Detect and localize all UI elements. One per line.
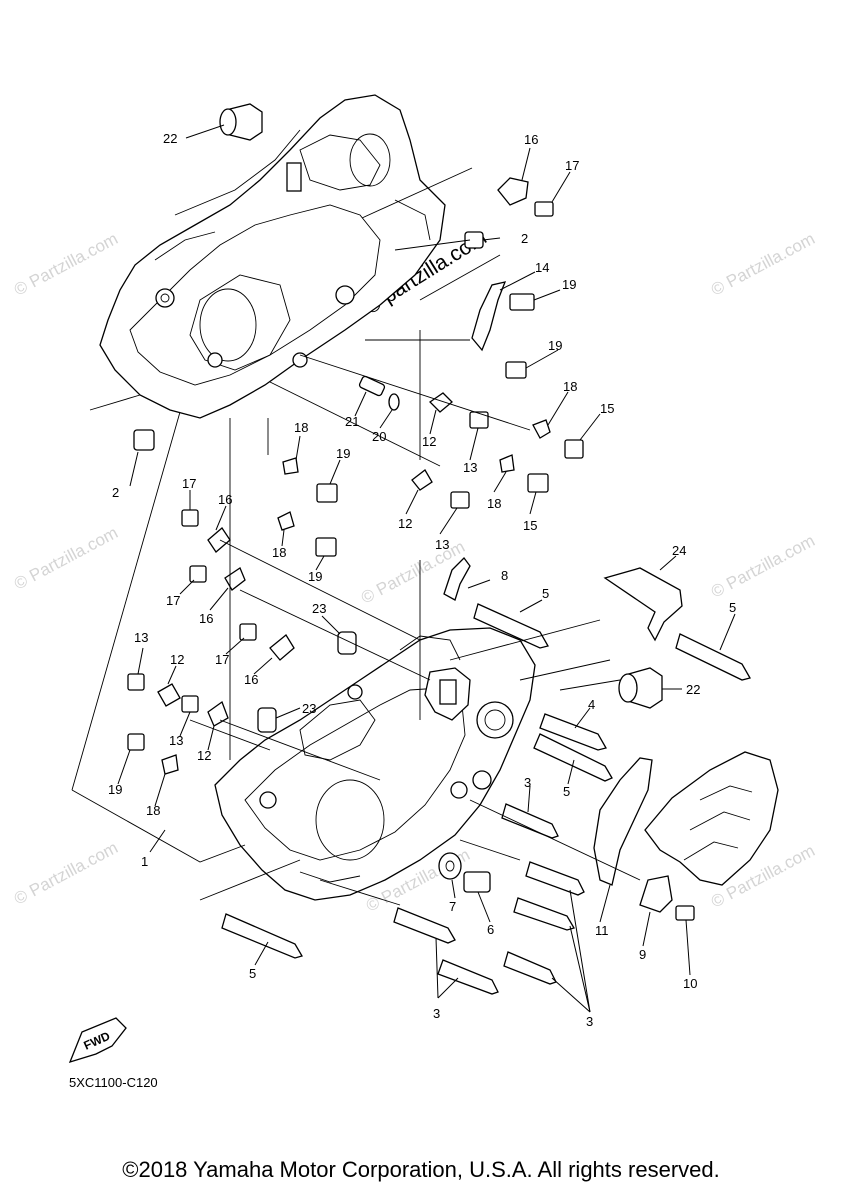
callout-18: 18 [294, 420, 308, 435]
callout-3: 3 [586, 1014, 593, 1029]
callout-13: 13 [463, 460, 477, 475]
callout-3: 3 [524, 775, 531, 790]
callout-19: 19 [308, 569, 322, 584]
callout-18: 18 [563, 379, 577, 394]
callout-20: 20 [372, 429, 386, 444]
callout-23: 23 [312, 601, 326, 616]
callout-16: 16 [218, 492, 232, 507]
callout-14: 14 [535, 260, 549, 275]
callout-15: 15 [523, 518, 537, 533]
callout-18: 18 [272, 545, 286, 560]
callout-5: 5 [542, 586, 549, 601]
callout-2: 2 [112, 485, 119, 500]
callout-13: 13 [169, 733, 183, 748]
callout-5: 5 [249, 966, 256, 981]
part-drawings [68, 103, 779, 1064]
callout-15: 15 [600, 401, 614, 416]
callout-19: 19 [108, 782, 122, 797]
callout-3: 3 [433, 1006, 440, 1021]
callout-8: 8 [501, 568, 508, 583]
callouts: 22 16 17 2 14 19 19 18 15 21 20 12 13 2 … [108, 131, 736, 1029]
callout-12: 12 [170, 652, 184, 667]
watermark-right-top: © Partzilla.com [708, 229, 818, 300]
callout-10: 10 [683, 976, 697, 991]
watermark-right-mid: © Partzilla.com [708, 531, 818, 602]
callout-9: 9 [639, 947, 646, 962]
callout-17: 17 [215, 652, 229, 667]
callout-16: 16 [199, 611, 213, 626]
callout-16: 16 [244, 672, 258, 687]
callout-19: 19 [562, 277, 576, 292]
callout-16: 16 [524, 132, 538, 147]
callout-11: 11 [595, 923, 609, 938]
watermark-left-bottom: © Partzilla.com [11, 838, 121, 909]
callout-1: 1 [141, 854, 148, 869]
leader-lines [71, 124, 736, 1013]
lower-crankcase-drawing [214, 627, 536, 901]
callout-17: 17 [166, 593, 180, 608]
callout-13: 13 [435, 537, 449, 552]
callout-13: 13 [134, 630, 148, 645]
callout-19: 19 [336, 446, 350, 461]
callout-18: 18 [146, 803, 160, 818]
callout-22: 22 [686, 682, 700, 697]
callout-17: 17 [182, 476, 196, 491]
callout-21: 21 [345, 414, 359, 429]
copyright-notice: ©2018 Yamaha Motor Corporation, U.S.A. A… [122, 1157, 719, 1182]
callout-17: 17 [565, 158, 579, 173]
callout-18: 18 [487, 496, 501, 511]
callout-7: 7 [449, 899, 456, 914]
upper-crankcase-drawing [99, 94, 446, 419]
watermark-left-top: © Partzilla.com [11, 229, 121, 300]
callout-23: 23 [302, 701, 316, 716]
callout-5: 5 [729, 600, 736, 615]
callout-6: 6 [487, 922, 494, 937]
callout-12: 12 [398, 516, 412, 531]
callout-4: 4 [588, 697, 595, 712]
diagram-reference-code: 5XC1100-C120 [69, 1075, 158, 1090]
callout-24: 24 [672, 543, 686, 558]
callout-22: 22 [163, 131, 177, 146]
callout-2: 2 [521, 231, 528, 246]
callout-12: 12 [422, 434, 436, 449]
callout-5: 5 [563, 784, 570, 799]
callout-19: 19 [548, 338, 562, 353]
callout-12: 12 [197, 748, 211, 763]
watermark-left-mid: © Partzilla.com [11, 523, 121, 594]
